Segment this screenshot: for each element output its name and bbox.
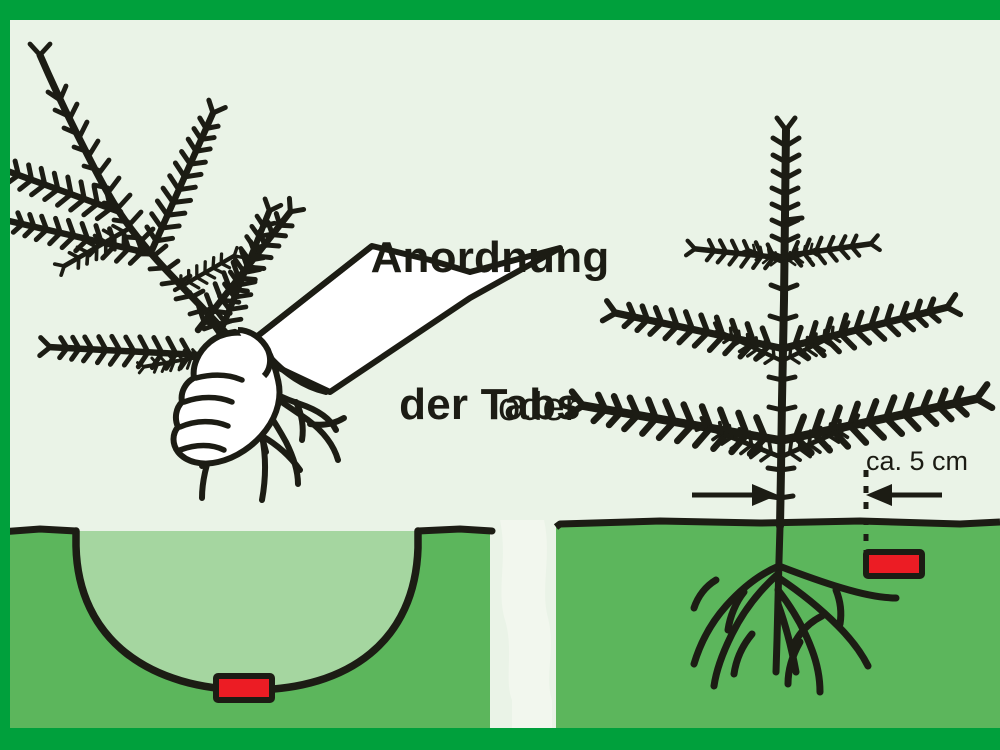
left-border	[0, 0, 10, 750]
title-line-2: der Tabs	[399, 380, 581, 430]
page-title: Anordnung der Tabs	[280, 134, 700, 528]
stem-arrow	[692, 484, 778, 506]
red-tab-in-hole	[213, 673, 275, 703]
planting-hole-interior	[76, 531, 418, 690]
top-border	[0, 0, 1000, 20]
hand-holding-seedling	[170, 243, 563, 467]
bare-root-seedling-left	[0, 41, 308, 379]
dimension-label: ca. 5 cm	[866, 446, 969, 476]
scene-divider-gap	[500, 520, 552, 730]
dimension-arrow	[866, 484, 942, 506]
title-line-1: Anordnung	[370, 232, 610, 282]
left-soil-block	[0, 525, 496, 728]
bottom-border	[0, 728, 1000, 750]
connector-label: oder	[498, 385, 579, 429]
red-tab-buried	[863, 549, 925, 579]
planted-conifer-right	[567, 115, 994, 530]
planted-root-system	[690, 523, 900, 696]
